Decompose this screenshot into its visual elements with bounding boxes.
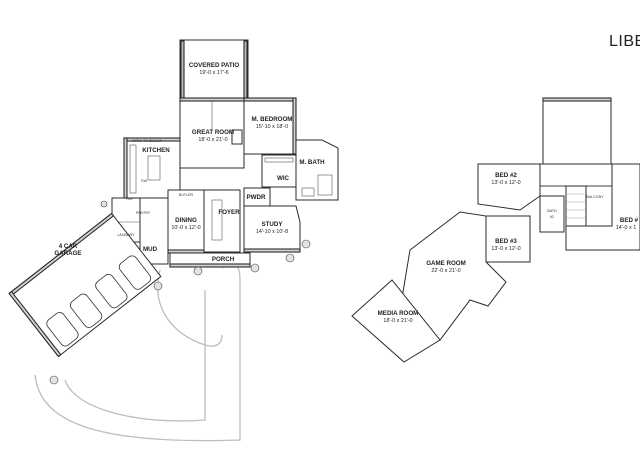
kitchen-island [147,155,161,181]
dims-media-room: 18'-0 x 21'-0 [383,318,412,324]
shrub-icon [49,375,59,385]
bath2-area [539,195,565,233]
shrub-icon [301,239,311,249]
dims-bed2: 13'-0 x 12'-0 [491,180,520,186]
label-m-bedroom: M. BEDROOM [252,116,293,123]
stair-treads [566,193,586,219]
stair-area [565,185,587,227]
label-media-room: MEDIA ROOM [378,310,419,317]
master-bedroom-wall [243,97,297,102]
master-bath-area [295,139,339,201]
master-bedroom-wall [292,97,297,155]
label-garage-line2: GARAGE [54,250,81,257]
great-room-wall [179,97,245,102]
shrub-icon [285,253,295,263]
dims-game-room: 22'-0 x 21'-0 [431,268,460,274]
dining-area [167,189,205,251]
driveway-curve-loop [157,269,223,347]
dims-covered-patio: 19'-0 x 17'-6 [199,70,228,76]
bed2-area [477,163,541,211]
label-dining: DINING [175,217,197,224]
car-outline [118,255,152,290]
shrub-icon [250,263,260,273]
study-wall [243,248,301,253]
label-porch: PORCH [212,256,235,263]
label-bath2: BATH [547,209,557,213]
label-balcony: BALCONY [586,195,604,199]
car-outline [95,273,128,309]
open-to-below-area [542,97,612,165]
shrub-icon [100,200,108,208]
dims-study: 14'-10 x 10'-8 [256,229,288,235]
label-laundry: LAUNDRY [117,233,135,237]
label-ref: REF [126,197,134,201]
balcony-area [539,163,613,187]
label-garage-line1: 4 CAR [59,243,78,250]
shrub-icon [193,266,203,276]
study-area [243,205,301,253]
label-game-room: GAME ROOM [426,260,466,267]
label-pantry: PANTRY [136,211,151,215]
patio-post [243,40,248,99]
label-covered-patio: COVERED PATIO [189,62,239,69]
tub [317,174,333,196]
garage-wall [8,290,62,358]
dims-bed3: 13'-0 x 12'-0 [491,246,520,252]
upper-floor-plan: BED #2 13'-0 x 12'-0 BATH #2 BED #3 13'-… [351,97,640,363]
label-m-bath: M. BATH [299,159,325,166]
mud-area [139,197,169,265]
main-floor-plan: COVERED PATIO 19'-0 x 17'-6 GREAT ROOM 1… [8,39,339,442]
fireplace [231,129,243,145]
wic-area [261,154,297,188]
patio-post [180,40,185,99]
driveway-curve-inner [64,290,206,422]
label-foyer: FOYER [218,209,240,216]
dims-dining: 10'-0 x 12'-0 [171,225,200,231]
label-bed4: BED # [620,217,639,224]
label-bed2: BED #2 [495,172,517,179]
porch-wall [169,263,251,268]
vanity [301,187,315,197]
label-pwdr: PWDR [247,194,266,201]
bed4-area [565,163,640,251]
plan-title: LIBER [609,33,640,50]
closet-shelf [264,157,294,163]
dims-great-room: 18'-0 x 21'-0 [198,137,227,143]
shrub-icon [153,281,163,291]
dims-m-bedroom: 15'-10 x 18'-0 [256,124,288,130]
label-mud: MUD [143,246,158,253]
covered-patio-area [179,39,249,99]
car-outline [69,293,103,328]
label-kitchen: KITCHEN [142,147,170,154]
kitchen-wall [123,137,128,199]
media-room-area [351,279,441,363]
label-butler: BUTLER [179,193,194,197]
stair [211,199,223,241]
label-bath2-num: #2 [550,215,554,219]
car-outline [46,312,79,347]
label-open-to-below: OPEN TO BELOW [132,139,163,143]
kitchen-counter [129,144,137,194]
upper-wall [542,97,612,102]
label-bed3: BED #3 [495,238,517,245]
label-study: STUDY [262,221,284,228]
dims-bed4: 14'-0 x 1 [616,225,637,231]
label-wic: WIC [277,175,290,182]
label-dw: DW [141,179,148,183]
garage-block [8,212,162,358]
label-great-room: GREAT ROOM [192,129,234,136]
